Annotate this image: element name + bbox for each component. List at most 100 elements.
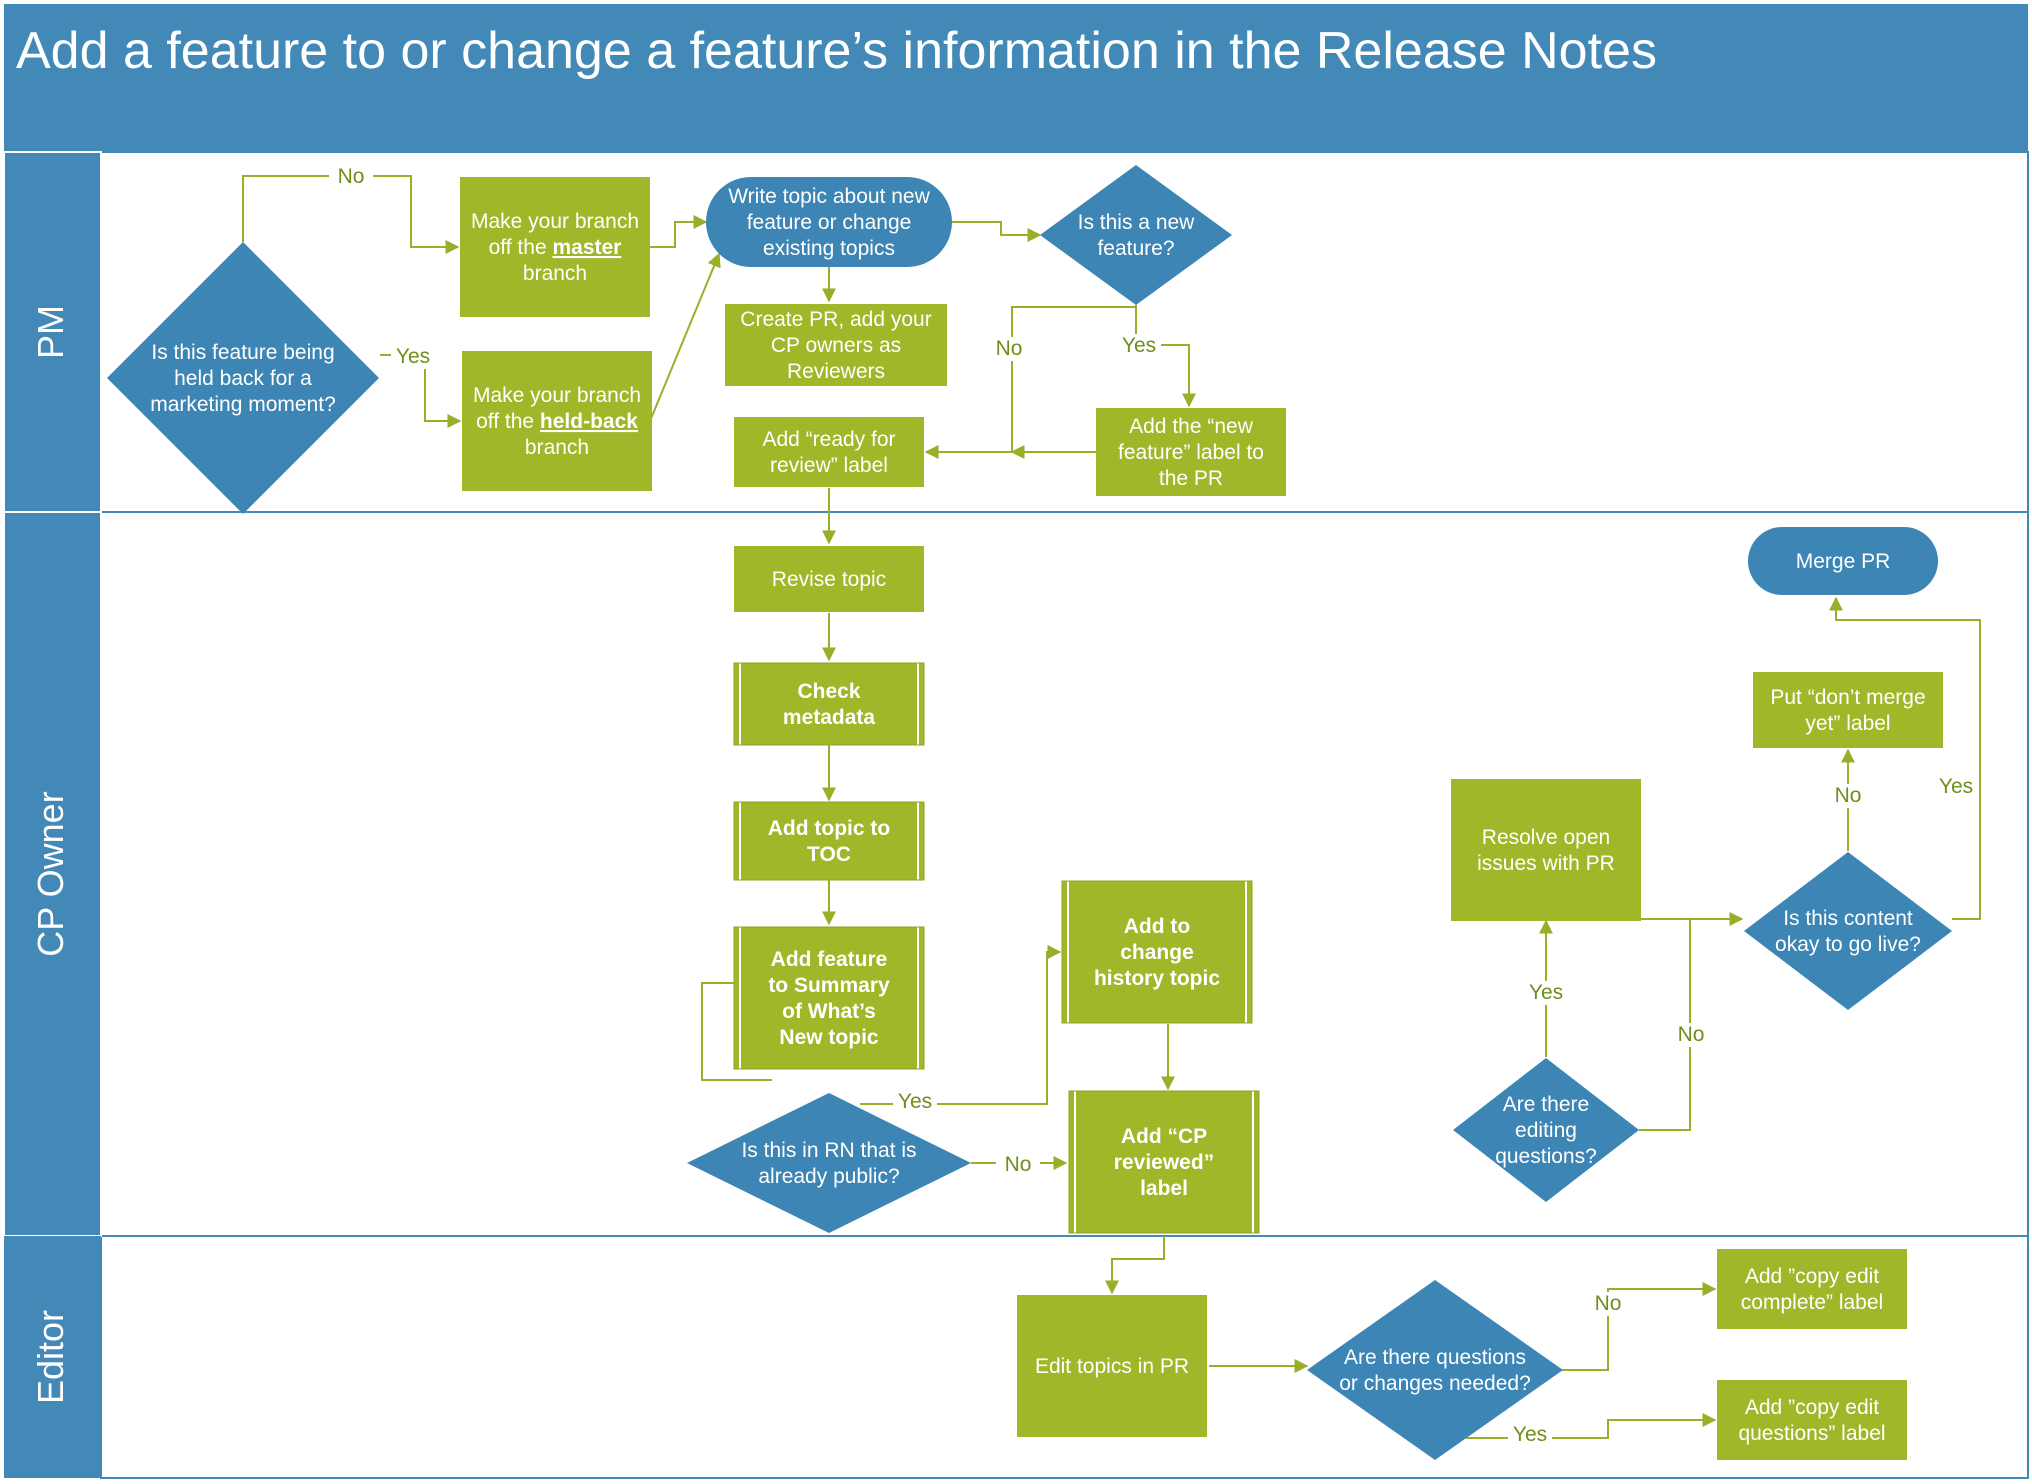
node-text-line: Revise topic <box>772 568 886 591</box>
node-text-line: Add ”copy edit <box>1745 1396 1879 1419</box>
emphasis-text: master <box>552 236 621 259</box>
node-questions-needed: Are there questions or changes needed? <box>1307 1280 1563 1460</box>
page-title: Add a feature to or change a feature’s i… <box>16 22 1657 80</box>
node-branch-master: Make your branch off the master branch <box>460 177 650 317</box>
lane-editor-header <box>4 1236 101 1478</box>
subprocess-outline <box>1068 1090 1260 1234</box>
process-box <box>1717 1380 1907 1460</box>
connector <box>1135 305 1196 408</box>
node-text-line: Edit topics in PR <box>1035 1355 1189 1378</box>
subheader-bar <box>4 104 2028 152</box>
node-text-line: Check <box>797 680 860 703</box>
text-span: Make your branch <box>471 210 639 233</box>
node-text-line: editing <box>1515 1119 1577 1142</box>
node-copy-complete: Add ”copy edit complete” label <box>1717 1249 1907 1329</box>
terminator-shape <box>1748 527 1938 595</box>
node-edit-topics: Edit topics in PR <box>1017 1295 1207 1437</box>
process-box <box>1753 672 1943 748</box>
edge-label-bg <box>987 337 1031 361</box>
process-box <box>1096 408 1286 496</box>
title-bar <box>4 4 2028 104</box>
node-text-line: Add ”copy edit <box>1745 1265 1879 1288</box>
edge-label-no: No <box>1835 784 1862 807</box>
node-text-line: change <box>1120 941 1194 964</box>
text-span: branch <box>523 262 587 285</box>
edge-label-no: No <box>338 165 365 188</box>
subprocess-box <box>734 927 924 1069</box>
decision-diamond <box>687 1093 971 1233</box>
process-box <box>1451 779 1641 921</box>
connector <box>952 221 1042 242</box>
node-text-line: marketing moment? <box>150 393 336 416</box>
lane-cp-owner-body <box>100 511 2029 1237</box>
connector <box>924 306 1136 459</box>
node-text-line: Add the “new <box>1129 415 1254 438</box>
node-text-line: feature” label to <box>1118 441 1264 464</box>
node-text-line: Is this a new <box>1078 211 1196 234</box>
subprocess-outline <box>733 801 925 881</box>
node-merge: Merge PR <box>1748 527 1938 595</box>
process-box <box>462 351 652 491</box>
node-text-line: Are there questions <box>1344 1346 1526 1369</box>
node-text-line: already public? <box>758 1165 899 1188</box>
connector <box>701 982 772 1081</box>
edge-label-bg <box>1586 1292 1630 1316</box>
node-text-line: Add “ready for <box>762 428 895 451</box>
subprocess-box <box>734 663 924 745</box>
subprocess-box <box>734 802 924 880</box>
edge-label-no: No <box>1595 1292 1622 1315</box>
node-text-line: held back for a <box>174 367 312 390</box>
node-text-line: or changes needed? <box>1339 1372 1531 1395</box>
process-box <box>734 546 924 612</box>
node-text-line: complete” label <box>1741 1291 1883 1314</box>
node-text-line: off the held-back <box>476 410 638 433</box>
node-text-line: yet” label <box>1805 712 1890 735</box>
node-text-line: history topic <box>1094 967 1220 990</box>
decision-diamond <box>107 242 379 514</box>
edge-label-yes: Yes <box>1513 1423 1547 1446</box>
node-text-line: reviewed” <box>1114 1151 1214 1174</box>
edge-label-bg <box>329 165 373 189</box>
connector <box>1552 1282 1717 1371</box>
node-text-line: Reviewers <box>787 360 885 383</box>
process-box <box>725 304 947 386</box>
text-span: Make your branch <box>473 384 641 407</box>
node-text-line: Are there <box>1503 1093 1589 1116</box>
lane-label-pm: PM <box>30 305 71 359</box>
node-text-line: feature? <box>1097 237 1174 260</box>
node-text-line: review” label <box>770 454 888 477</box>
node-text-line: Create PR, add your <box>740 308 931 331</box>
edge-label-no: No <box>1678 1023 1705 1046</box>
node-text-line: off the master <box>489 236 622 259</box>
edge-label-bg <box>1508 1423 1552 1447</box>
decision-diamond <box>1307 1280 1563 1460</box>
edge-label-bg <box>893 1090 937 1114</box>
node-text-line: Make your branch <box>473 384 641 407</box>
edge-label-yes: Yes <box>898 1090 932 1113</box>
node-text-line: Add feature <box>771 948 888 971</box>
node-ready-review: Add “ready for review” label <box>734 417 924 487</box>
subprocess-outline <box>733 926 925 1070</box>
node-text-line: to Summary <box>768 974 890 997</box>
node-text-line: of What’s <box>782 1000 876 1023</box>
edge-label-no: No <box>1005 1153 1032 1176</box>
swimlanes: PM CP Owner Editor <box>3 151 2029 1479</box>
process-box <box>460 177 650 317</box>
node-text-line: Is this feature being <box>151 341 334 364</box>
text-span: off the <box>489 236 553 259</box>
edge-label-yes: Yes <box>1939 775 1973 798</box>
edge-label-bg <box>996 1153 1040 1177</box>
edge-label-bg <box>1117 334 1161 358</box>
node-text-line: branch <box>525 436 589 459</box>
edge-label-bg <box>1669 1023 1713 1047</box>
text-span: off the <box>476 410 540 433</box>
node-text-line: Add “CP <box>1121 1125 1207 1148</box>
emphasis-text: held-back <box>540 410 638 433</box>
